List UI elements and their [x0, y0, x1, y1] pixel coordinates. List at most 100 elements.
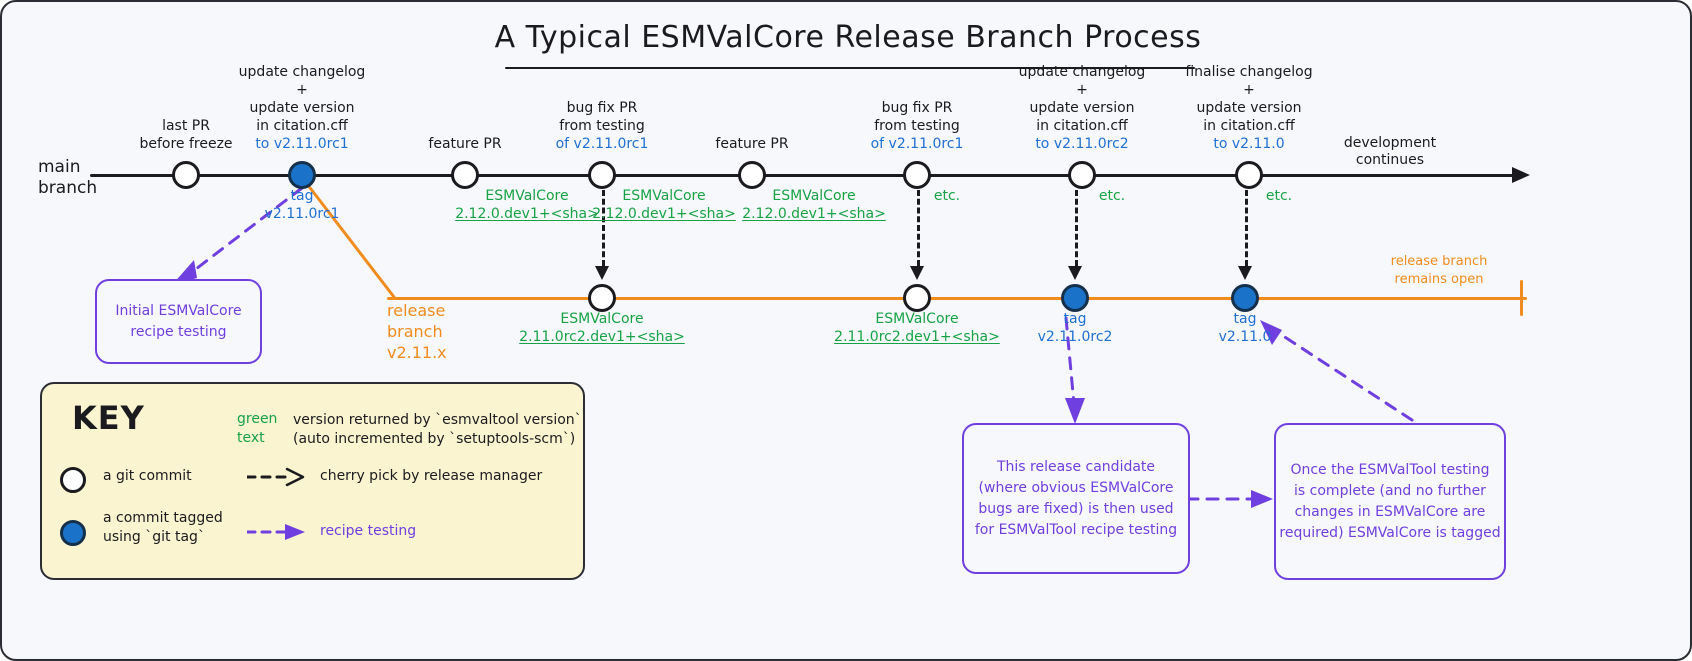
node-label-above-feature-pr-1-0: feature PR — [428, 136, 502, 152]
node-label-below-rel-tag-final-0: tag — [1233, 311, 1257, 327]
key-legend-box — [40, 382, 585, 580]
release-branch-fork-line — [302, 178, 396, 299]
node-label-below-tag-rc1-1: v2.11.0rc1 — [264, 206, 340, 222]
node-label-below-rel-commit-1-1: 2.11.0rc2.dev1+<sha> — [519, 329, 685, 345]
node-label-above-last-pr-0: last PR — [162, 118, 210, 134]
key-recipe-testing-label: recipe testing — [320, 523, 417, 539]
release-branch-label-line2: branch — [387, 322, 443, 341]
node-label-below-rel-commit-2-0: ESMValCore — [875, 311, 959, 327]
node-label-above-final-release-prep-0: finalise changelog — [1185, 64, 1313, 80]
node-label-below-rel-commit-2-1: 2.11.0rc2.dev1+<sha> — [834, 329, 1000, 345]
node-label-above-tag-rc2-prep-0: update changelog — [1018, 64, 1146, 80]
node-label-below-rel-tag-rc2-0: tag — [1063, 311, 1087, 327]
callout-once-line-2: changes in ESMValCore are — [1294, 503, 1486, 520]
development-continues-line2: continues — [1355, 152, 1425, 168]
node-label-above-tag-rc2-prep-1: + — [1076, 82, 1088, 98]
node-label-below-rel-tag-rc2-1: v2.11.0rc2 — [1037, 329, 1113, 345]
release-branch-open-note-line1: release branch — [1390, 254, 1488, 269]
callout-once-line-3: required) ESMValCore is tagged — [1279, 524, 1501, 541]
node-label-above-bugfix-pr-2-1: from testing — [874, 118, 960, 134]
node-label-above-bugfix-pr-1-2: of v2.11.0rc1 — [555, 136, 649, 152]
commit-node-rel-tag-final[interactable] — [1231, 284, 1259, 312]
key-recipe-testing-arrow-icon — [247, 524, 305, 540]
node-label-below-feature-pr-1-0: ESMValCore — [485, 188, 569, 204]
commit-node-final-release-prep[interactable] — [1235, 161, 1263, 189]
callout-once-line-0: Once the ESMValTool testing — [1290, 461, 1490, 478]
node-label-above-bugfix-pr-2-2: of v2.11.0rc1 — [870, 136, 964, 152]
callout-once-line-1: is complete (and no further — [1294, 482, 1486, 499]
key-git-commit-label: a git commit — [103, 468, 192, 484]
node-label-above-tag-rc1-3: in citation.cff — [256, 118, 348, 134]
key-green-text-line1: green — [237, 411, 278, 427]
key-green-text-line2: text — [237, 430, 265, 446]
key-tagged-commit-label-line2: using `git tag` — [103, 529, 205, 545]
release-branch-open-note-line2: remains open — [1394, 272, 1484, 287]
key-cherry-pick-arrow-icon — [247, 467, 305, 487]
node-label-above-final-release-prep-3: in citation.cff — [1203, 118, 1295, 134]
title-underline — [505, 67, 1195, 69]
commit-node-last-pr[interactable] — [172, 161, 200, 189]
key-tagged-commit-icon — [60, 520, 86, 546]
node-label-below-feature-pr-2-0: ESMValCore — [772, 188, 856, 204]
commit-node-tag-rc1[interactable] — [288, 161, 316, 189]
node-label-above-tag-rc1-2: update version — [249, 100, 355, 116]
node-label-above-feature-pr-2-0: feature PR — [715, 136, 789, 152]
callout-initial-line-0: Initial ESMValCore — [115, 302, 242, 319]
key-cherry-pick-label: cherry pick by release manager — [320, 468, 543, 484]
development-continues-line1: development — [1343, 135, 1437, 151]
tag-after-testing-arrow — [1260, 320, 1414, 422]
commit-node-feature-pr-2[interactable] — [738, 161, 766, 189]
node-label-above-tag-rc2-prep-2: update version — [1029, 100, 1135, 116]
node-label-below-feature-pr-2-1: 2.12.0.dev1+<sha> — [742, 206, 886, 222]
main-branch-arrowhead — [1512, 167, 1530, 183]
key-git-commit-icon — [60, 467, 86, 493]
node-label-below-final-release-prep-0: etc. — [1265, 188, 1293, 204]
page-title: A Typical ESMValCore Release Branch Proc… — [494, 20, 1202, 55]
callout-initial-recipe-testing: Initial ESMValCore recipe testing — [95, 279, 262, 364]
callout-link-arrow — [1187, 490, 1273, 508]
callout-rc-line-0: This release candidate — [996, 458, 1156, 475]
main-branch-label-line2: branch — [38, 178, 98, 198]
key-title: KEY — [72, 399, 145, 437]
node-label-above-final-release-prep-1: + — [1243, 82, 1255, 98]
node-label-above-bugfix-pr-1-1: from testing — [559, 118, 645, 134]
node-label-above-bugfix-pr-1-0: bug fix PR — [566, 100, 638, 116]
release-branch-label-line3: v2.11.x — [387, 343, 447, 362]
commit-node-rel-commit-2[interactable] — [903, 284, 931, 312]
commit-node-tag-rc2-prep[interactable] — [1068, 161, 1096, 189]
node-label-below-bugfix-pr-1-1: 2.12.0.dev1+<sha> — [592, 206, 736, 222]
callout-release-candidate: This release candidate (where obvious ES… — [962, 423, 1190, 574]
key-tagged-commit-label-line1: a commit tagged — [103, 510, 223, 526]
callout-initial-line-1: recipe testing — [130, 323, 227, 340]
callout-rc-line-1: (where obvious ESMValCore — [978, 479, 1174, 496]
release-branch-line — [387, 297, 1527, 300]
node-label-below-feature-pr-1-1: 2.12.0.dev1+<sha> — [455, 206, 599, 222]
node-label-above-last-pr-1: before freeze — [139, 136, 233, 152]
node-label-below-tag-rc1-0: tag — [290, 188, 314, 204]
recipe-testing-arrow-initial — [172, 186, 304, 285]
node-label-below-rel-tag-final-1: v2.11.0 — [1218, 329, 1272, 345]
callout-rc-line-3: for ESMValTool recipe testing — [974, 521, 1178, 538]
recipe-testing-arrow-rc2 — [1064, 316, 1085, 424]
node-label-above-tag-rc1-0: update changelog — [238, 64, 366, 80]
commit-node-bugfix-pr-1[interactable] — [588, 161, 616, 189]
commit-node-feature-pr-1[interactable] — [451, 161, 479, 189]
commit-node-rel-commit-1[interactable] — [588, 284, 616, 312]
commit-node-bugfix-pr-2[interactable] — [903, 161, 931, 189]
node-label-below-rel-commit-1-0: ESMValCore — [560, 311, 644, 327]
node-label-above-tag-rc2-prep-3: in citation.cff — [1036, 118, 1128, 134]
node-label-above-tag-rc2-prep-4: to v2.11.0rc2 — [1035, 136, 1129, 152]
commit-node-rel-tag-rc2[interactable] — [1061, 284, 1089, 312]
release-branch-label-line1: release — [387, 301, 446, 320]
node-label-above-bugfix-pr-2-0: bug fix PR — [881, 100, 953, 116]
node-label-below-bugfix-pr-2-0: etc. — [933, 188, 961, 204]
node-label-above-tag-rc1-1: + — [296, 82, 308, 98]
main-branch-line — [90, 174, 1520, 177]
node-label-below-tag-rc2-prep-0: etc. — [1098, 188, 1126, 204]
node-label-above-final-release-prep-2: update version — [1196, 100, 1302, 116]
callout-rc-line-2: bugs are fixed) is then used — [978, 500, 1174, 517]
key-green-desc-line1: version returned by `esmvaltool version` — [293, 412, 582, 428]
main-branch-label-line1: main — [38, 157, 81, 177]
key-green-desc-line2: (auto incremented by `setuptools-scm`) — [293, 431, 576, 447]
